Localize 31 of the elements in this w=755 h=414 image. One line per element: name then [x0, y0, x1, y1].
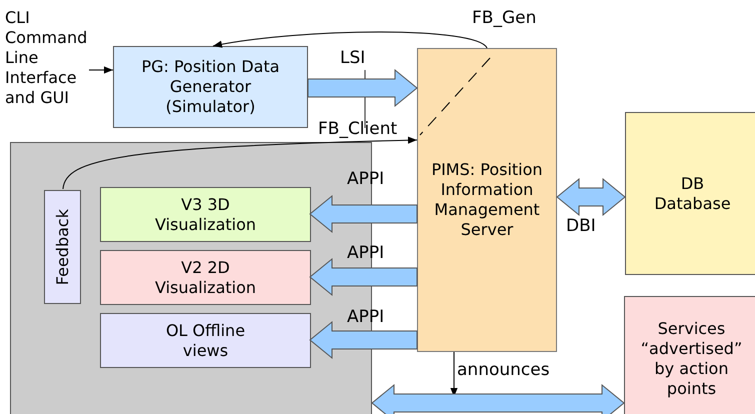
arrow — [212, 32, 488, 48]
edge-label: announces — [457, 360, 550, 380]
edge-label: DBI — [566, 216, 596, 236]
interface-arrow — [371, 384, 625, 414]
process-box — [100, 250, 311, 305]
interface-arrow — [309, 320, 418, 360]
vertical-label: Feedback — [52, 208, 72, 286]
interface-arrow — [308, 68, 418, 108]
interface-arrow — [309, 258, 418, 296]
node-label: Services “advertised” by action points — [640, 318, 744, 398]
node-label: OL Offline views — [164, 320, 246, 360]
node-label: CLI Command Line Interface and GUI — [5, 8, 88, 108]
arrow — [88, 66, 114, 74]
edge-label: LSI — [340, 48, 366, 68]
node-label: V3 3D Visualization — [154, 194, 258, 234]
edge-label: FB_Gen — [472, 8, 536, 28]
node-label: PIMS: Position Information Management Server — [430, 160, 544, 240]
server-box — [417, 48, 557, 352]
process-box — [100, 313, 311, 368]
process-box — [113, 46, 308, 128]
process-box — [100, 187, 311, 242]
edge-label: FB_Client — [318, 119, 398, 139]
interface-arrow — [556, 178, 626, 216]
arrow — [62, 136, 418, 190]
node-label: V2 2D Visualization — [154, 258, 258, 298]
database-box — [625, 112, 755, 275]
feedback-box — [44, 190, 81, 304]
interface-arrow — [309, 194, 418, 234]
node-label: PG: Position Data Generator (Simulator) — [140, 57, 281, 117]
node-label: DB Database — [653, 174, 732, 214]
services-box — [624, 296, 755, 414]
